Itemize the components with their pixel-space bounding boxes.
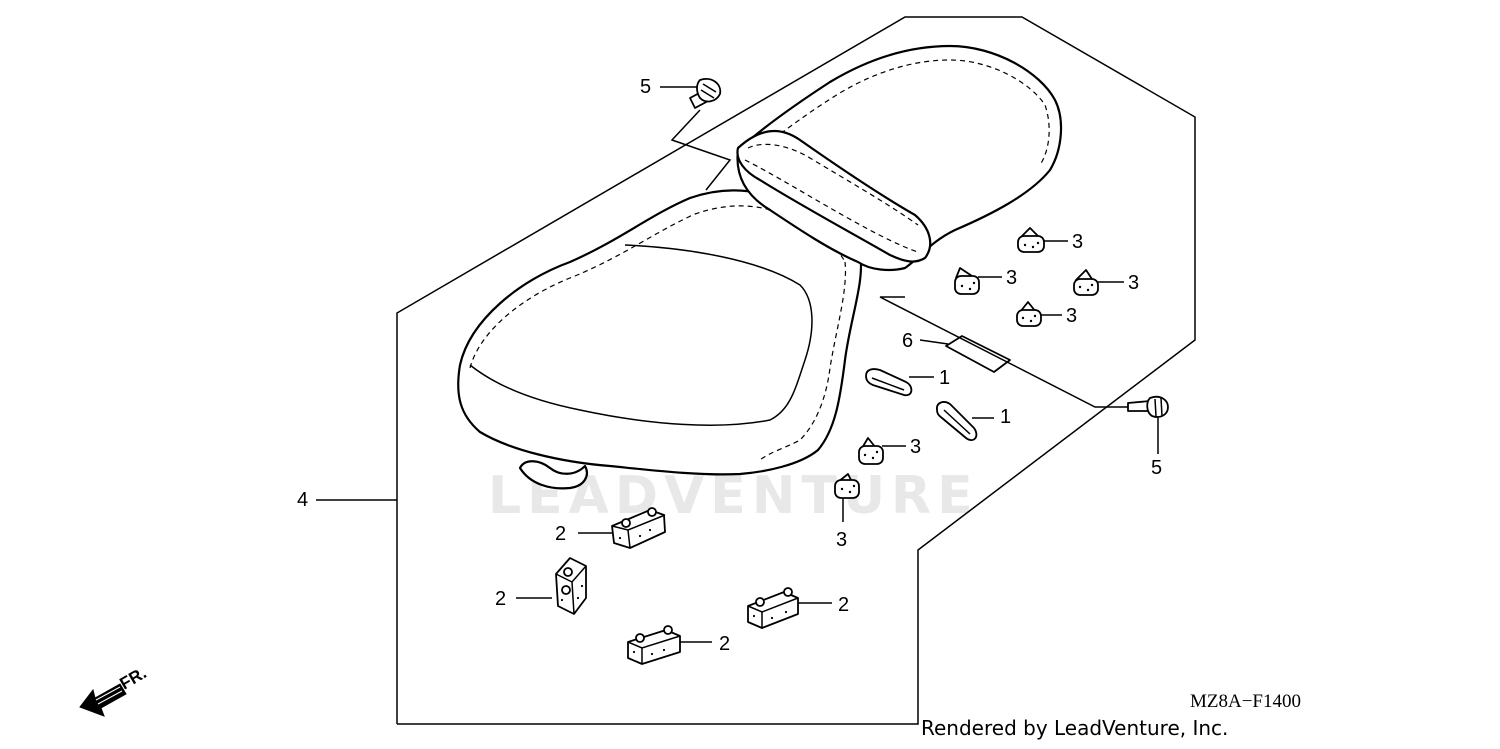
callout-seat-plate: 6	[902, 330, 913, 352]
damper-bottom-icon	[834, 473, 860, 499]
leader-seat-plate	[919, 339, 949, 345]
leader-bolt-right-seat	[879, 296, 1128, 408]
assembly-boundary	[396, 16, 1196, 725]
callout-seat-rubber-bottom: 2	[719, 633, 730, 655]
seat-rubber-bottom-icon	[627, 625, 681, 665]
seat-rubber-front-icon	[611, 507, 666, 549]
damper-upper-icon	[1017, 227, 1045, 253]
seat-rubber-right-icon	[747, 587, 799, 629]
callout-seat-rubber-right: 2	[838, 594, 849, 616]
callout-seat-assembly: 4	[297, 489, 308, 511]
callout-damper-center: 3	[910, 436, 921, 458]
render-credit: Rendered by LeadVenture, Inc.	[921, 716, 1229, 740]
front-direction-arrow-icon	[79, 683, 127, 717]
callout-bolt-right: 5	[1151, 457, 1162, 479]
bolt-right-icon	[1127, 395, 1169, 418]
callout-damper-mid-left: 3	[1006, 267, 1017, 289]
callout-cushion-rubber-b: 1	[1000, 406, 1011, 428]
seat-rubber-left-icon	[555, 557, 587, 615]
callout-cushion-rubber-a: 1	[939, 367, 950, 389]
diagram-code: MZ8A−F1400	[1190, 691, 1302, 712]
callout-damper-mid-right: 3	[1128, 272, 1139, 294]
callout-seat-rubber-front: 2	[555, 523, 566, 545]
callout-bolt-upper: 5	[640, 76, 651, 98]
callout-damper-bottom: 3	[836, 529, 847, 551]
damper-mid-right-icon	[1073, 269, 1099, 296]
callout-damper-lower: 3	[1066, 305, 1077, 327]
damper-mid-left-icon	[954, 267, 980, 295]
damper-lower-icon	[1016, 301, 1042, 327]
seat-assembly-drawing	[457, 44, 1063, 490]
leader-bolt-upper-seat	[670, 109, 732, 191]
damper-center-icon	[858, 437, 884, 465]
callout-damper-upper: 3	[1072, 231, 1083, 253]
seat-plate-icon	[945, 335, 1011, 373]
callout-seat-rubber-left: 2	[495, 588, 506, 610]
cushion-rubber-a-icon	[865, 368, 913, 397]
bolt-upper-icon	[689, 78, 722, 109]
